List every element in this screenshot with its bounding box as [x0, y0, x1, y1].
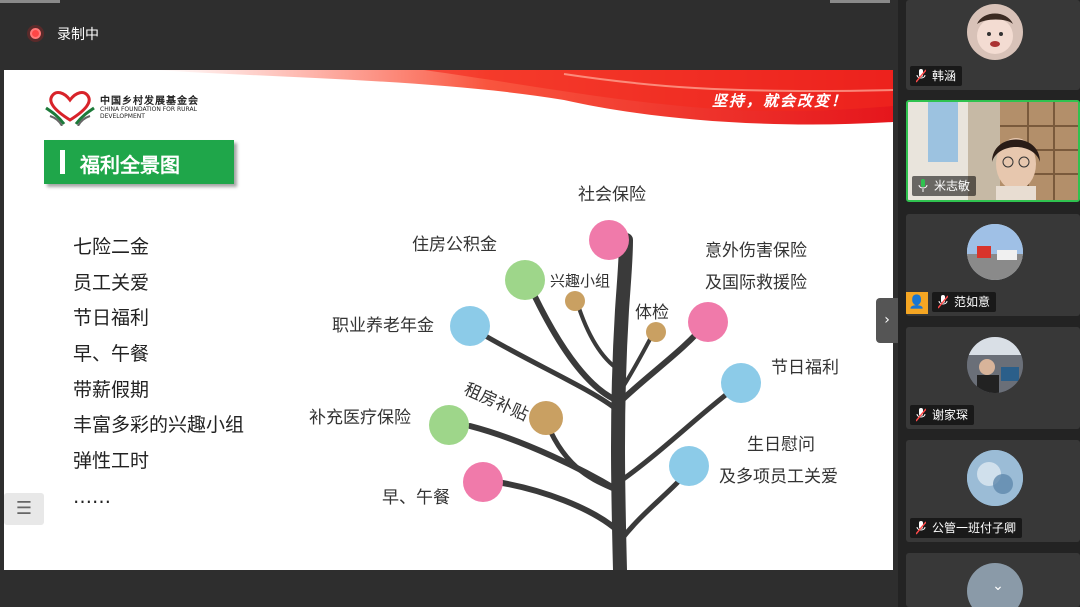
- foliage-pension: [450, 306, 490, 346]
- logo-english-name: CHINA FOUNDATION FOR RURAL DEVELOPMENT: [100, 106, 197, 120]
- foliage-birthday: [669, 446, 709, 486]
- participant-name: 韩涵: [932, 69, 957, 83]
- chevron-down-icon[interactable]: ⌄: [992, 578, 1004, 594]
- label-social-insurance: 社会保险: [578, 185, 646, 205]
- foliage-rent-subsidy: [529, 401, 563, 435]
- participant-tile-active-speaker[interactable]: 米志敏: [906, 100, 1080, 202]
- top-edge-line: [0, 0, 60, 3]
- slide-header-banner: [154, 70, 893, 125]
- foliage-meals: [463, 462, 503, 502]
- foliage-accident-insurance: [688, 302, 728, 342]
- mic-muted-icon: [916, 521, 926, 535]
- tree-branch: [575, 300, 621, 372]
- foliage-interest-group: [565, 291, 585, 311]
- mic-muted-icon: [916, 69, 926, 83]
- slide-slogan: 坚持，就会改变！: [711, 92, 848, 110]
- menu-list-icon[interactable]: ☰: [4, 493, 44, 525]
- office-photo-avatar-icon: [967, 337, 1023, 393]
- list-item: ……: [73, 485, 111, 508]
- foliage-social-insurance: [589, 220, 629, 260]
- label-physical-exam: 体检: [635, 303, 669, 323]
- label-interest-group: 兴趣小组: [550, 272, 611, 290]
- participant-tile[interactable]: 谢家琛: [906, 327, 1080, 429]
- heart-hands-logo-icon: [45, 91, 95, 126]
- tree-branch: [469, 325, 620, 413]
- tree-branch: [481, 477, 620, 533]
- foliage-holiday: [721, 363, 761, 403]
- mic-muted-icon: [916, 408, 926, 422]
- title-accent-bar: [60, 150, 65, 174]
- slide-title-box: 福利全景图: [44, 140, 234, 184]
- shared-slide: 中国乡村发展基金会 CHINA FOUNDATION FOR RURAL DEV…: [4, 70, 893, 570]
- label-holiday: 节日福利: [771, 358, 839, 378]
- top-edge-line: [830, 0, 890, 3]
- landscape-avatar-icon: [967, 224, 1023, 280]
- label-birthday-2: 及多项员工关爱: [719, 467, 838, 487]
- participant-tile[interactable]: 👤 范如意: [906, 214, 1080, 316]
- abstract-avatar-icon: [967, 450, 1023, 506]
- participant-name-tag: 谢家琛: [910, 405, 975, 425]
- label-accident-insurance-1: 意外伤害保险: [705, 241, 807, 261]
- list-item: 七险二金: [73, 236, 150, 258]
- benefits-tree-diagram: [429, 220, 761, 570]
- participant-name-tag: 韩涵: [910, 66, 963, 86]
- label-medical: 补充医疗保险: [309, 408, 411, 428]
- list-item: 带薪假期: [73, 378, 150, 401]
- participant-name-tag: 米志敏: [912, 176, 977, 196]
- list-item: 丰富多彩的兴趣小组: [73, 414, 245, 437]
- foundation-logo: 中国乡村发展基金会 CHINA FOUNDATION FOR RURAL DEV…: [44, 86, 204, 126]
- benefits-list: 七险二金 员工关爱 节日福利 早、午餐 带薪假期 丰富多彩的兴趣小组 弹性工时 …: [73, 230, 244, 516]
- participant-name: 谢家琛: [932, 408, 969, 422]
- participant-tile[interactable]: 公管一班付子卿: [906, 440, 1080, 542]
- recording-label: 录制中: [57, 27, 99, 43]
- host-person-icon: 👤: [906, 292, 928, 314]
- recording-dot-icon: [27, 25, 44, 42]
- participant-name: 公管一班付子卿: [932, 521, 1017, 535]
- participants-sidebar: 韩涵: [898, 0, 1080, 607]
- avatar: [967, 4, 1023, 60]
- foliage-physical-exam: [646, 322, 666, 342]
- logo-chinese-name: 中国乡村发展基金会: [100, 96, 199, 107]
- baby-avatar-icon: [977, 13, 1013, 54]
- avatar: [967, 563, 1023, 607]
- avatar: [967, 224, 1023, 280]
- participant-tile[interactable]: 韩涵: [906, 0, 1080, 90]
- list-item: 员工关爱: [73, 271, 150, 294]
- list-item: 节日福利: [73, 307, 150, 330]
- label-housing-fund: 住房公积金: [412, 235, 497, 255]
- meeting-main-area: 录制中 中国乡村发展基金会 CHINA: [0, 0, 898, 570]
- tree-trunk: [611, 233, 633, 570]
- participant-name: 范如意: [954, 295, 991, 309]
- avatar: [967, 337, 1023, 393]
- label-pension: 职业养老年金: [332, 316, 434, 336]
- mic-active-icon: [918, 179, 928, 192]
- slide-title: 福利全景图: [80, 153, 180, 177]
- avatar: [967, 450, 1023, 506]
- label-meals: 早、午餐: [382, 488, 450, 508]
- foliage-medical: [429, 405, 469, 445]
- participant-tile[interactable]: [906, 553, 1080, 607]
- meeting-top-bar: 录制中: [0, 0, 898, 70]
- mic-muted-icon: [938, 295, 948, 309]
- participant-name: 米志敏: [934, 179, 971, 193]
- participant-name-tag: 范如意: [932, 292, 997, 312]
- tree-branch: [525, 279, 619, 403]
- label-birthday-1: 生日慰问: [747, 435, 815, 455]
- label-accident-insurance-2: 及国际救援险: [705, 273, 807, 293]
- chevron-right-icon[interactable]: ›: [876, 298, 898, 343]
- participant-name-tag: 公管一班付子卿: [910, 518, 1023, 538]
- list-item: 弹性工时: [73, 450, 150, 473]
- list-item: 早、午餐: [73, 343, 150, 366]
- foliage-housing-fund: [505, 260, 545, 300]
